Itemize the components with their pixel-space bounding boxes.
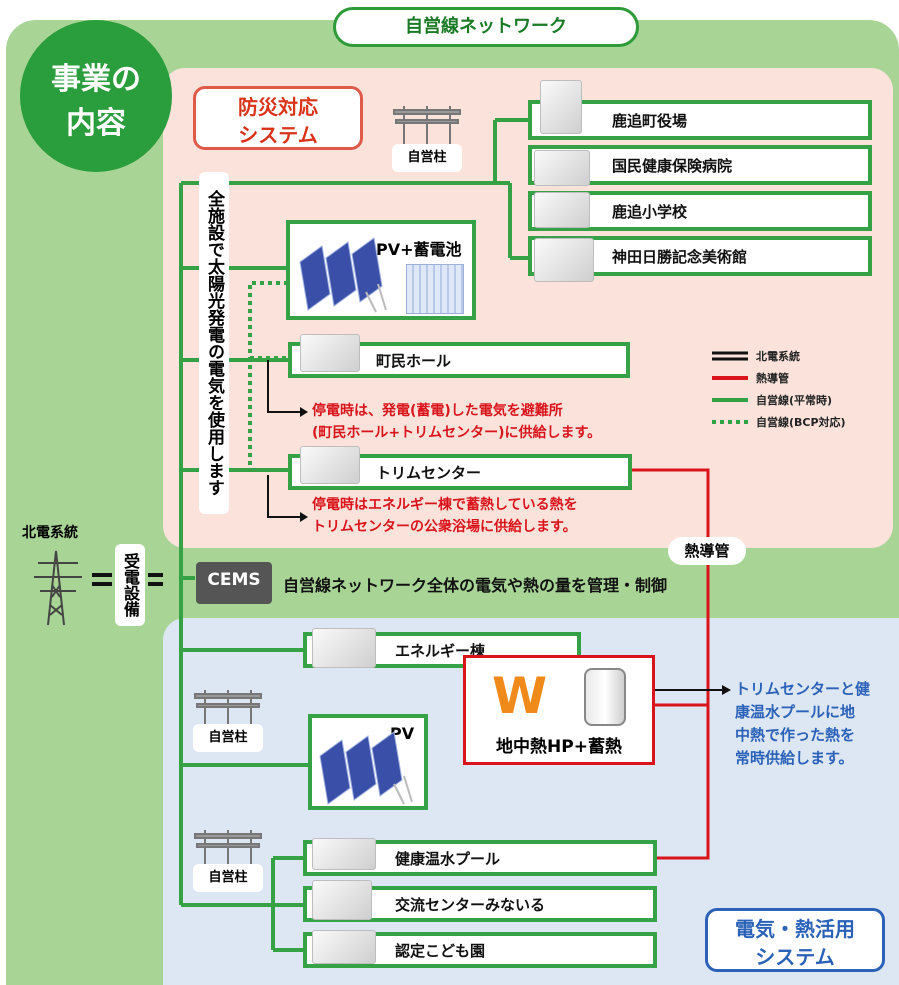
- exchange-center-building-icon: [312, 880, 372, 920]
- heat-supply-note-line1: トリムセンターと健: [735, 680, 871, 698]
- energy-building-icon: [312, 628, 376, 668]
- vertical-note: 全施設で太陽光発電の電気を使用します: [199, 172, 229, 514]
- legend-swatch-heat: [712, 376, 748, 380]
- energy-system-line2: システム: [755, 945, 835, 969]
- business-badge: 事業の 内容: [20, 20, 172, 172]
- solar-panel-icon: [299, 237, 387, 313]
- disaster-system-line2: システム: [238, 123, 318, 147]
- facility-label: 国民健康保険病院: [612, 156, 733, 175]
- pv-battery-label: PV+蓄電池: [376, 240, 462, 259]
- cems-badge: CEMS: [207, 570, 261, 590]
- pole-icon: [194, 690, 262, 732]
- trim-center-building-icon: [300, 446, 360, 484]
- legend-item-heat-pipe: 熱導管: [712, 367, 882, 389]
- geothermal-box: W 地中熱HP+蓄熱: [463, 655, 655, 765]
- town-office-building-icon: [540, 80, 582, 134]
- facility-label: 神田日勝記念美術館: [612, 247, 748, 266]
- heat-supply-note-line2: 康温水プールに地: [735, 703, 856, 721]
- utility-pole-top: 自営柱: [392, 100, 462, 190]
- grid-label: 北電系統: [22, 525, 78, 541]
- legend-swatch-grid: [712, 351, 748, 361]
- solar-panel-icon: [319, 731, 413, 805]
- cems-monitor-icon: CEMS: [196, 562, 272, 604]
- outage-note-2: 停電時はエネルギー棟で蓄熱している熱を トリムセンターの公衆浴場に供給します。: [312, 494, 732, 538]
- disaster-system-label: 防災対応 システム: [193, 86, 363, 150]
- heat-supply-note-line3: 中熱で作った熱を: [735, 726, 856, 744]
- legend-item-line-bcp: 自営線(BCP対応): [712, 411, 882, 433]
- pv-label: PV: [390, 724, 415, 743]
- facility-label: 認定こども園: [395, 941, 486, 960]
- pv-battery-box: PV+蓄電池: [286, 220, 476, 320]
- power-tower-icon: [34, 550, 82, 626]
- pool-building-icon: [312, 838, 376, 870]
- cems-description: 自営線ネットワーク全体の電気や熱の量を管理・制御: [283, 576, 668, 595]
- facility-label: エネルギー棟: [395, 641, 486, 660]
- facility-label: 健康温水プール: [395, 849, 501, 868]
- heat-supply-note: トリムセンターと健 康温水プールに地 中熱で作った熱を 常時供給します。: [735, 678, 895, 770]
- utility-pole-middle: 自営柱: [193, 684, 263, 764]
- utility-pole-label: 自営柱: [392, 144, 462, 172]
- facility-label: 鹿追小学校: [612, 202, 688, 221]
- legend-item-line-normal: 自営線(平常時): [712, 389, 882, 411]
- legend-swatch-normal: [712, 398, 748, 402]
- outage-note-1-line1: 停電時は、発電(蓄電)した電気を避難所: [312, 403, 563, 419]
- legend-swatch-bcp: [712, 420, 748, 424]
- pole-icon: [393, 106, 461, 150]
- legend-label: 北電系統: [756, 350, 800, 363]
- network-title: 自営線ネットワーク: [333, 7, 639, 47]
- facility-label: 鹿追町役場: [612, 111, 688, 130]
- badge-line1: 事業の: [51, 62, 141, 97]
- legend-label: 自営線(BCP対応): [756, 416, 846, 429]
- pv-box: PV: [308, 714, 428, 810]
- nursery-building-icon: [312, 930, 376, 964]
- outage-note-2-line2: トリムセンターの公衆浴場に供給します。: [312, 519, 577, 535]
- heat-tank-icon: [584, 668, 626, 726]
- legend-label: 自営線(平常時): [756, 394, 833, 407]
- badge-line2: 内容: [66, 106, 126, 141]
- school-building-icon: [534, 192, 590, 228]
- outage-note-2-line1: 停電時はエネルギー棟で蓄熱している熱を: [312, 497, 578, 513]
- energy-system-line1: 電気・熱活用: [735, 917, 855, 941]
- legend-item-grid: 北電系統: [712, 345, 882, 367]
- hospital-building-icon: [534, 150, 590, 186]
- geothermal-logo-icon: W: [492, 667, 548, 725]
- town-hall-building-icon: [300, 334, 360, 372]
- heat-pipe-label: 熱導管: [668, 537, 746, 565]
- facility-town-office: 鹿追町役場: [528, 100, 872, 140]
- outage-note-1-line2: (町民ホール+トリムセンター)に供給します。: [312, 425, 602, 441]
- facility-label: 交流センターみないる: [395, 895, 546, 914]
- energy-system-label: 電気・熱活用 システム: [705, 908, 885, 972]
- legend: 北電系統 熱導管 自営線(平常時) 自営線(BCP対応): [712, 345, 882, 433]
- utility-pole-bottom: 自営柱: [193, 824, 263, 904]
- substation-label: 受電設備: [115, 544, 145, 626]
- legend-label: 熱導管: [756, 372, 789, 385]
- utility-pole-label: 自営柱: [193, 724, 263, 752]
- geothermal-label: 地中熱HP+蓄熱: [496, 737, 622, 757]
- museum-building-icon: [534, 238, 594, 282]
- heat-supply-note-line4: 常時供給します。: [735, 749, 854, 767]
- outage-note-1: 停電時は、発電(蓄電)した電気を避難所 (町民ホール+トリムセンター)に供給しま…: [312, 400, 732, 444]
- utility-pole-label: 自営柱: [193, 864, 263, 892]
- facility-label: 町民ホール: [376, 351, 452, 370]
- battery-icon: [406, 264, 464, 314]
- disaster-system-line1: 防災対応: [238, 95, 318, 119]
- facility-label: トリムセンター: [376, 463, 482, 482]
